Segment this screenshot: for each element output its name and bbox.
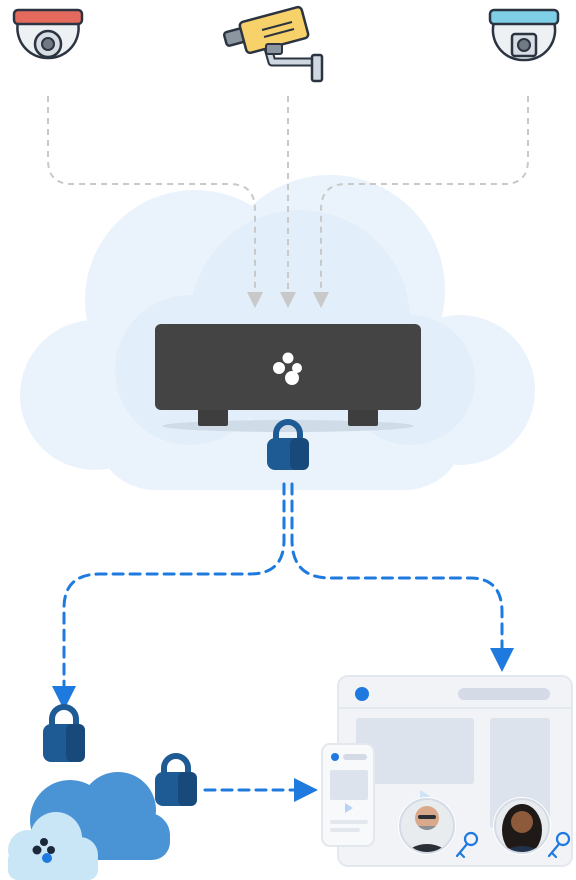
security-camera-bullet-yellow [222, 5, 324, 83]
security-camera-dome-red [12, 8, 84, 60]
lock-icon [155, 753, 197, 806]
user-avatar-1 [398, 797, 479, 859]
key-icon [455, 831, 479, 859]
lock-icon [267, 419, 309, 470]
cluster-logo-icon [32, 838, 55, 855]
lock-icon [43, 704, 85, 762]
cluster-logo-icon [273, 352, 302, 385]
network-recorder [155, 324, 421, 432]
camera-feed-lines [47, 96, 529, 308]
security-camera-dome-blue [488, 8, 560, 62]
user-avatar-2 [493, 797, 571, 859]
phone-device [321, 743, 375, 847]
encrypted-flow-lines [52, 482, 514, 802]
cloud-service [8, 772, 170, 880]
key-icon [547, 831, 571, 859]
